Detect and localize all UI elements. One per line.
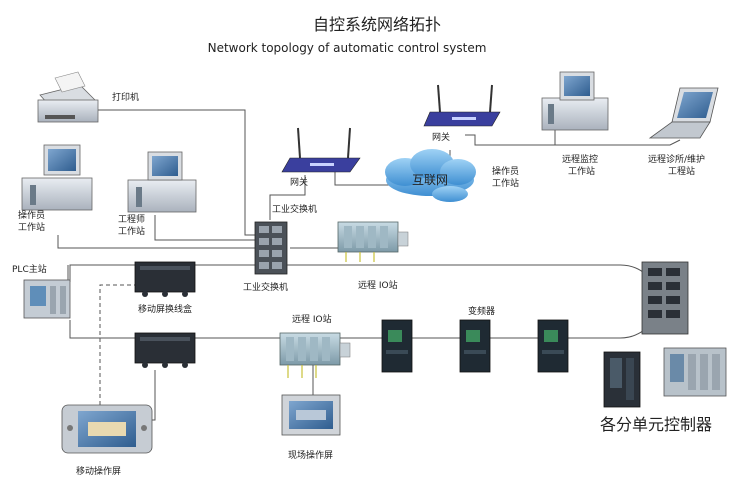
field-panel-icon — [281, 394, 341, 436]
gateway-left-label: 网关 — [290, 176, 308, 188]
remote-monitor-label: 远程监控 工作站 — [562, 153, 601, 177]
remote-io-top-icon — [337, 221, 409, 262]
remote-monitor-workstation-icon — [541, 71, 609, 131]
internet-cloud-icon — [385, 149, 476, 202]
unit-plc-icon — [603, 351, 641, 408]
remote-diag-label: 远程诊所/维护 工程站 — [648, 153, 708, 177]
field-panel-label: 现场操作屏 — [288, 449, 333, 461]
remote-io-bottom-icon — [279, 332, 351, 378]
plc-master-label: PLC主站 — [12, 263, 47, 275]
unit-io-rack-icon — [663, 347, 727, 397]
operator-workstation-left-label: 操作员 工作站 — [18, 209, 48, 233]
operator-workstation-right-label: 操作员 工作站 — [492, 165, 522, 189]
engineer-workstation-label: 工程师 工作站 — [118, 213, 148, 237]
router-right-icon — [423, 84, 501, 127]
operator-workstation-left-line2: 工作站 — [18, 221, 45, 233]
remote-io-bottom-label: 远程 IO站 — [292, 313, 332, 325]
printer-label: 打印机 — [112, 91, 139, 103]
mobile-panel-icon — [61, 404, 153, 454]
engineer-workstation-icon — [127, 151, 197, 213]
vfd-1-icon — [381, 319, 413, 373]
vfd-3-icon — [537, 319, 569, 373]
page-subtitle: Network topology of automatic control sy… — [208, 41, 487, 55]
mobile-junction-box-top-icon — [134, 261, 196, 297]
mobile-junction-box-bottom-icon — [134, 332, 196, 368]
industrial-switch-bottom-label: 工业交换机 — [243, 281, 288, 293]
vfd-2-icon — [459, 319, 491, 373]
unit-controllers-label: 各分单元控制器 — [600, 415, 712, 434]
vfd-label: 变频器 — [468, 305, 495, 317]
gateway-right-label: 网关 — [432, 131, 450, 143]
plc-master-icon — [23, 279, 71, 319]
operator-workstation-left-line1: 操作员 — [18, 209, 45, 221]
unit-switch-icon — [641, 261, 689, 335]
laptop-icon — [648, 87, 719, 139]
router-left-icon — [281, 127, 361, 173]
mobile-panel-label: 移动操作屏 — [76, 465, 121, 477]
printer-icon — [37, 71, 99, 123]
remote-io-top-label: 远程 IO站 — [358, 279, 398, 291]
dashed-link — [99, 284, 135, 405]
page-title: 自控系统网络拓扑 — [313, 15, 441, 34]
industrial-switch-icon — [254, 221, 288, 275]
mobile-junction-label: 移动屏换线盒 — [138, 303, 192, 315]
internet-label: 互联网 — [412, 173, 448, 187]
industrial-switch-top-label: 工业交换机 — [272, 203, 317, 215]
operator-workstation-left-icon — [21, 144, 93, 211]
